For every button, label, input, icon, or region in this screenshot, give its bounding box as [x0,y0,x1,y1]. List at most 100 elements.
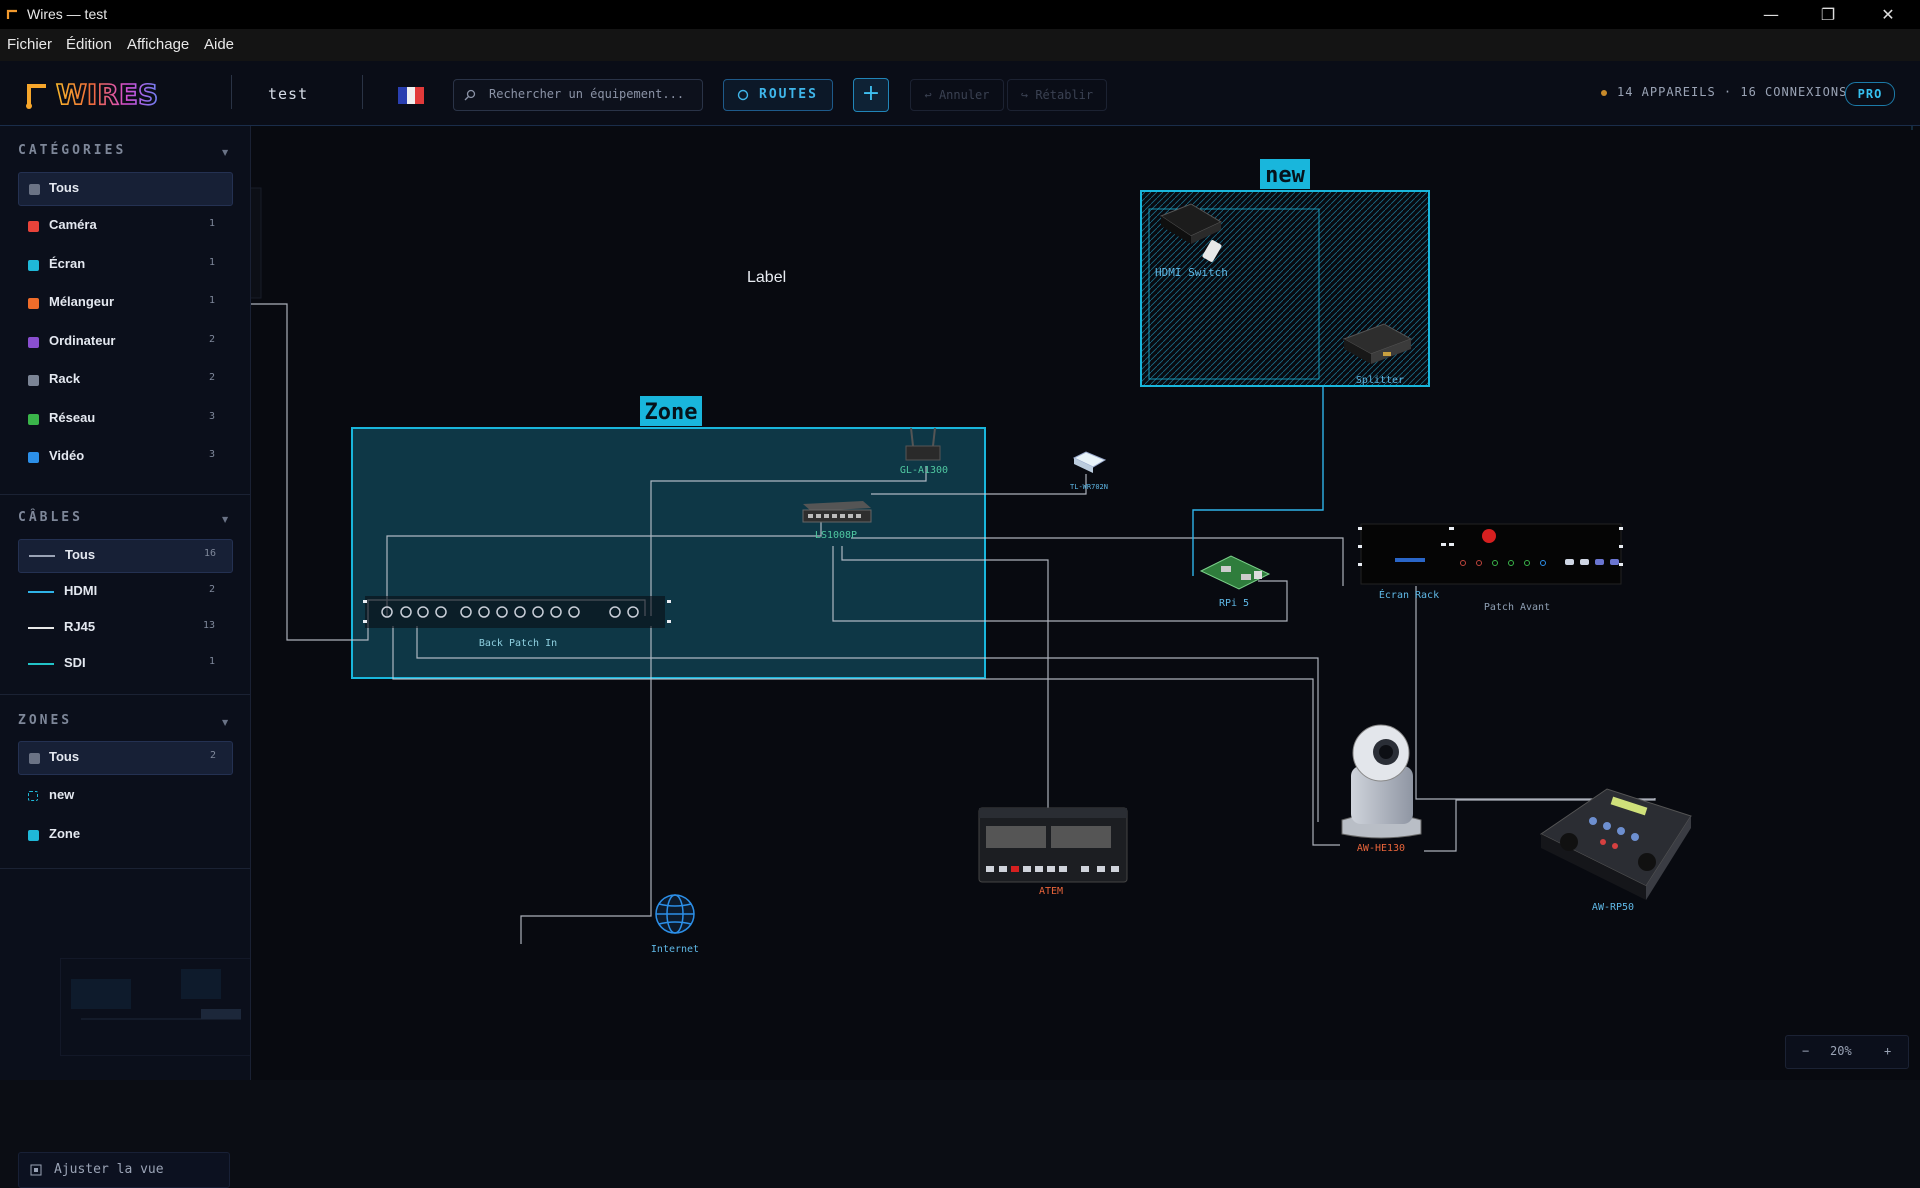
raspberry-pi-device[interactable] [1199,555,1271,590]
menu-aide[interactable]: Aide [204,36,235,53]
cables-title: CÂBLES [18,510,83,525]
splitter-device[interactable] [1342,323,1413,364]
cable-patchavant-rp50[interactable] [1415,586,1655,800]
chevron-down-icon[interactable]: ▼ [222,515,229,524]
chevron-down-icon[interactable]: ▼ [222,718,229,727]
minimize-icon[interactable]: — [1763,5,1779,24]
hdmi-switch-device[interactable] [1159,203,1223,263]
category-item-tous[interactable]: Tous [18,172,233,206]
pro-badge[interactable]: PRO [1845,82,1895,106]
redo-button[interactable]: ↪ Rétablir [1007,79,1107,111]
network-switch-device[interactable] [802,501,872,523]
atem-device[interactable] [978,807,1128,883]
device-label-rpi: RPi 5 [1219,598,1249,609]
routes-label: ROUTES [759,87,818,102]
category-count: 1 [208,295,215,306]
zone-item-zone[interactable]: Zone [18,819,231,851]
device-label-rp50: AW-RP50 [1592,902,1634,913]
zone-title-new[interactable]: new [1265,163,1305,188]
device-label-splitter: Splitter [1356,375,1404,386]
canvas-svg[interactable]: Zone new Label PC HDMI Switch Splitter [251,126,1920,1080]
device-label-atem: ATEM [1039,886,1063,897]
zone-item-new[interactable]: new [18,780,231,812]
cable-switch-tl[interactable] [871,474,1087,495]
cable-switch-atem[interactable] [841,546,1049,838]
categories-title: CATÉGORIES [18,143,127,158]
maximize-icon[interactable]: ❐ [1820,5,1836,24]
diagram-canvas[interactable]: Zone new Label PC HDMI Switch Splitter [251,126,1920,1080]
device-label-tl: TL-WR702N [1070,483,1108,491]
menu-affichage[interactable]: Affichage [127,36,190,53]
close-icon[interactable]: ✕ [1881,5,1895,24]
zones-title: ZONES [18,713,73,728]
minimap[interactable] [60,958,260,1056]
category-swatch [28,414,39,425]
undo-button[interactable]: ↩ Annuler [910,79,1004,111]
back-patch-in-device[interactable] [363,596,671,628]
zone-zone[interactable] [351,427,986,679]
zoom-out-button[interactable]: − [1802,1044,1810,1058]
menu-fichier[interactable]: Fichier [7,36,53,53]
language-flag-button[interactable] [398,87,425,104]
fit-view-button[interactable]: Ajuster la vue [18,1152,230,1188]
category-label: Rack [49,371,81,386]
cable-line-swatch [28,663,54,665]
zone-title-bg [1260,159,1310,189]
internet-globe-device[interactable] [655,894,695,934]
patch-avant-device[interactable] [1358,523,1623,585]
category-swatch [28,337,39,348]
category-swatch [28,221,39,232]
category-item-ecran[interactable]: Écran 1 [18,249,231,281]
routes-button[interactable]: ROUTES [723,79,833,111]
category-swatch [29,184,40,195]
cable-patch-switch[interactable] [386,510,822,616]
gl-router-device[interactable] [905,427,941,461]
rp50-controller-device[interactable] [1540,788,1692,900]
window-titlebar: Wires — test — ❐ ✕ [0,0,1920,29]
cable-patch-ptz[interactable] [416,626,1319,822]
cable-patch-gl[interactable] [650,466,927,616]
cable-line-swatch [29,555,55,557]
cable-label: HDMI [64,583,98,598]
category-label: Ordinateur [49,333,116,348]
cable-patch-internet[interactable] [520,626,652,944]
tl-router-device[interactable] [1072,451,1107,473]
menu-edition[interactable]: Édition [66,36,112,53]
add-device-button[interactable]: + [853,78,889,112]
zone-title-zone[interactable]: Zone [645,400,698,425]
zone-label: new [49,787,75,802]
category-count: 1 [208,257,215,268]
pc-device[interactable]: PC [251,187,262,339]
toolbar-divider [362,75,363,109]
zone-swatch [29,753,40,764]
cable-splitter-rpi[interactable] [1192,386,1324,576]
cable-switch-patchavant[interactable] [851,537,1344,586]
cable-patch-camera[interactable] [392,626,1340,846]
category-label: Écran [49,256,86,271]
cable-rp50-ptz[interactable] [1424,798,1656,852]
cable-switch-rpi[interactable] [832,546,1288,622]
ptz-camera-device[interactable] [1341,724,1422,839]
device-label-patch-in: Back Patch In [479,638,557,649]
canvas-free-label[interactable]: Label [747,269,786,286]
device-label-hdmi-switch: HDMI Switch [1155,266,1228,279]
zoom-in-button[interactable]: + [1884,1044,1892,1058]
cable-line-swatch [28,591,54,593]
svg-text:WIRES: WIRES [56,78,158,110]
chevron-down-icon[interactable]: ▼ [222,148,229,157]
search-input[interactable]: Rechercher un équipement... [453,79,703,111]
project-name[interactable]: test [268,85,309,103]
device-label-ptz: AW-HE130 [1357,843,1405,854]
ecran-rack-screen [1395,558,1425,562]
